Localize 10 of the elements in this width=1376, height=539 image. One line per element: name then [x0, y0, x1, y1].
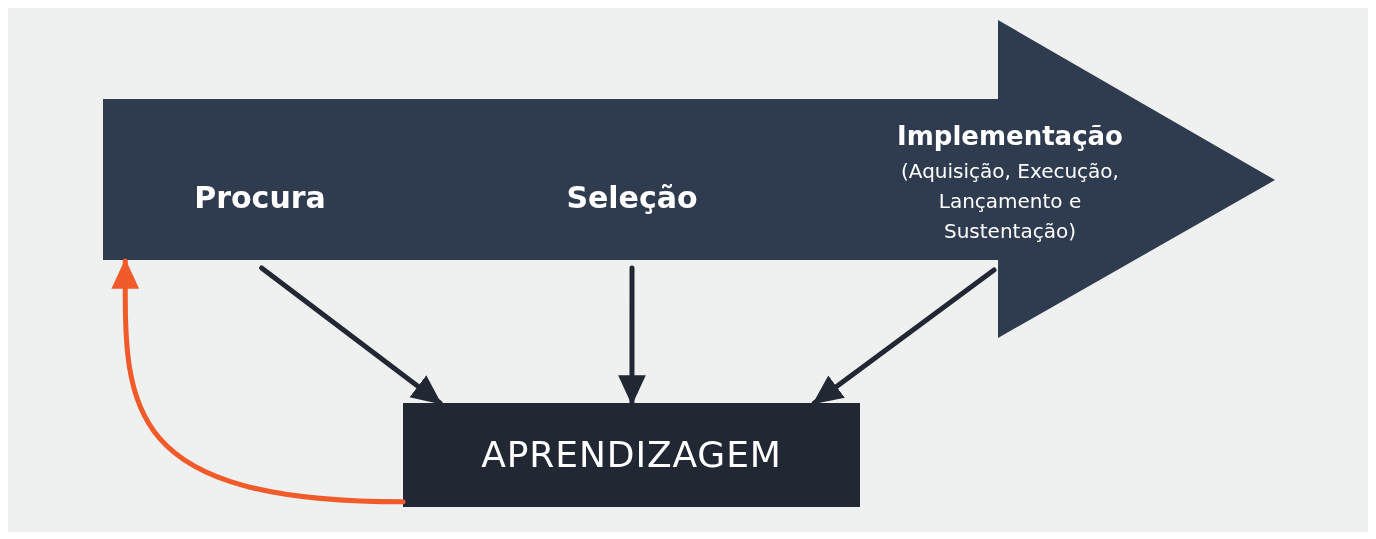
stage-title: Procura — [194, 179, 326, 217]
arrow — [618, 265, 646, 406]
arrow — [111, 258, 406, 505]
learning-box — [403, 403, 860, 507]
arrow — [259, 265, 443, 406]
stage-description: (Aquisição, Execução, Lançamento e Sustentação) — [900, 158, 1120, 245]
box-label: APRENDIZAGEM — [481, 433, 782, 477]
stage-title: Seleção — [566, 179, 698, 217]
arrow — [811, 267, 997, 406]
stage-title: Implementação — [897, 120, 1123, 153]
